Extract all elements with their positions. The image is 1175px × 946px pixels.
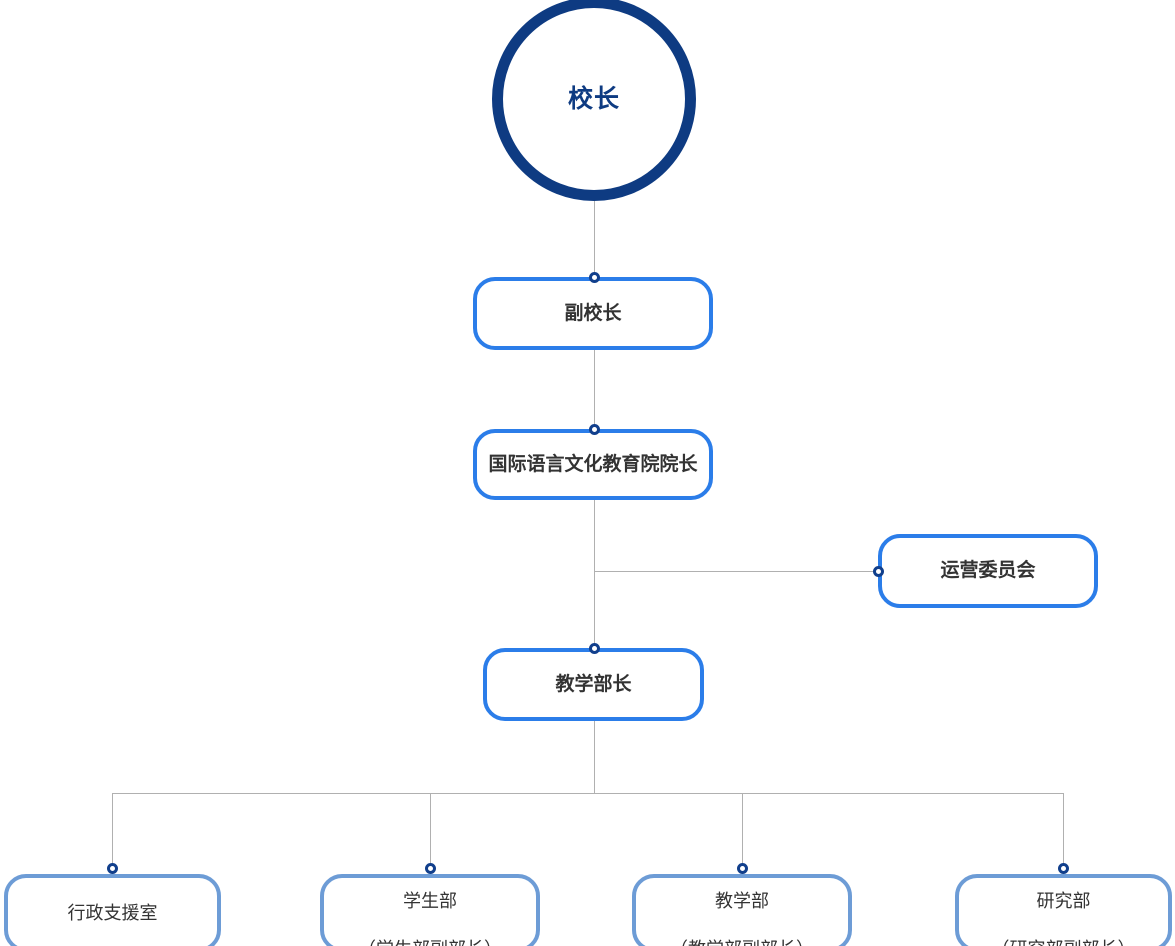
node-teaching-director[interactable]: 教学部长	[483, 648, 704, 721]
connector-dot-vice-principal	[589, 272, 600, 283]
connector-dot-student-affairs	[425, 863, 436, 874]
connector-branch-drop-1	[112, 793, 113, 874]
node-teaching-department-line2: （教学部副部长）	[670, 939, 814, 946]
node-student-affairs-line1: 学生部	[403, 890, 457, 911]
node-principal[interactable]: 校长	[492, 0, 696, 201]
node-admin-support-office[interactable]: 行政支援室	[4, 874, 221, 946]
node-operations-committee[interactable]: 运营委员会	[878, 534, 1098, 608]
connector-branch-bar	[112, 793, 1063, 794]
connector-dean-to-teaching-head	[594, 500, 595, 648]
node-student-affairs-label: 学生部 （学生部副部长）	[352, 864, 508, 946]
connector-dean-to-committee	[594, 571, 878, 572]
connector-vice-to-dean	[594, 350, 595, 429]
node-admin-support-office-label: 行政支援室	[67, 902, 158, 923]
node-research-department-line2: （研究部副部长）	[992, 939, 1136, 946]
connector-branch-drop-2	[430, 793, 431, 874]
connector-root-to-vice	[594, 199, 595, 277]
node-research-department[interactable]: 研究部 （研究部副部长）	[955, 874, 1172, 946]
node-principal-label: 校长	[567, 85, 620, 113]
connector-teaching-head-to-branch	[594, 721, 595, 793]
node-teaching-department-line1: 教学部	[715, 890, 769, 911]
node-institute-dean[interactable]: 国际语言文化教育院院长	[473, 429, 713, 500]
connector-branch-drop-3	[742, 793, 743, 874]
connector-dot-admin-support-office	[107, 863, 118, 874]
node-teaching-department-label: 教学部 （教学部副部长）	[664, 864, 820, 946]
node-institute-dean-label: 国际语言文化教育院院长	[488, 453, 698, 475]
connector-dot-research-department	[1058, 863, 1069, 874]
node-research-department-label: 研究部 （研究部副部长）	[986, 864, 1142, 946]
connector-dot-teaching-department	[737, 863, 748, 874]
connector-branch-drop-4	[1063, 793, 1064, 874]
node-vice-principal-label: 副校长	[564, 302, 622, 324]
node-research-department-line1: 研究部	[1036, 890, 1091, 911]
node-teaching-director-label: 教学部长	[555, 673, 632, 695]
node-operations-committee-label: 运营委员会	[940, 560, 1036, 582]
node-teaching-department[interactable]: 教学部 （教学部副部长）	[632, 874, 852, 946]
connector-dot-operations-committee	[873, 566, 884, 577]
connector-dot-institute-dean	[589, 424, 600, 435]
node-vice-principal[interactable]: 副校长	[473, 277, 713, 350]
node-student-affairs[interactable]: 学生部 （学生部副部长）	[320, 874, 540, 946]
node-student-affairs-line2: （学生部副部长）	[358, 939, 502, 946]
connector-dot-teaching-director	[589, 643, 600, 654]
